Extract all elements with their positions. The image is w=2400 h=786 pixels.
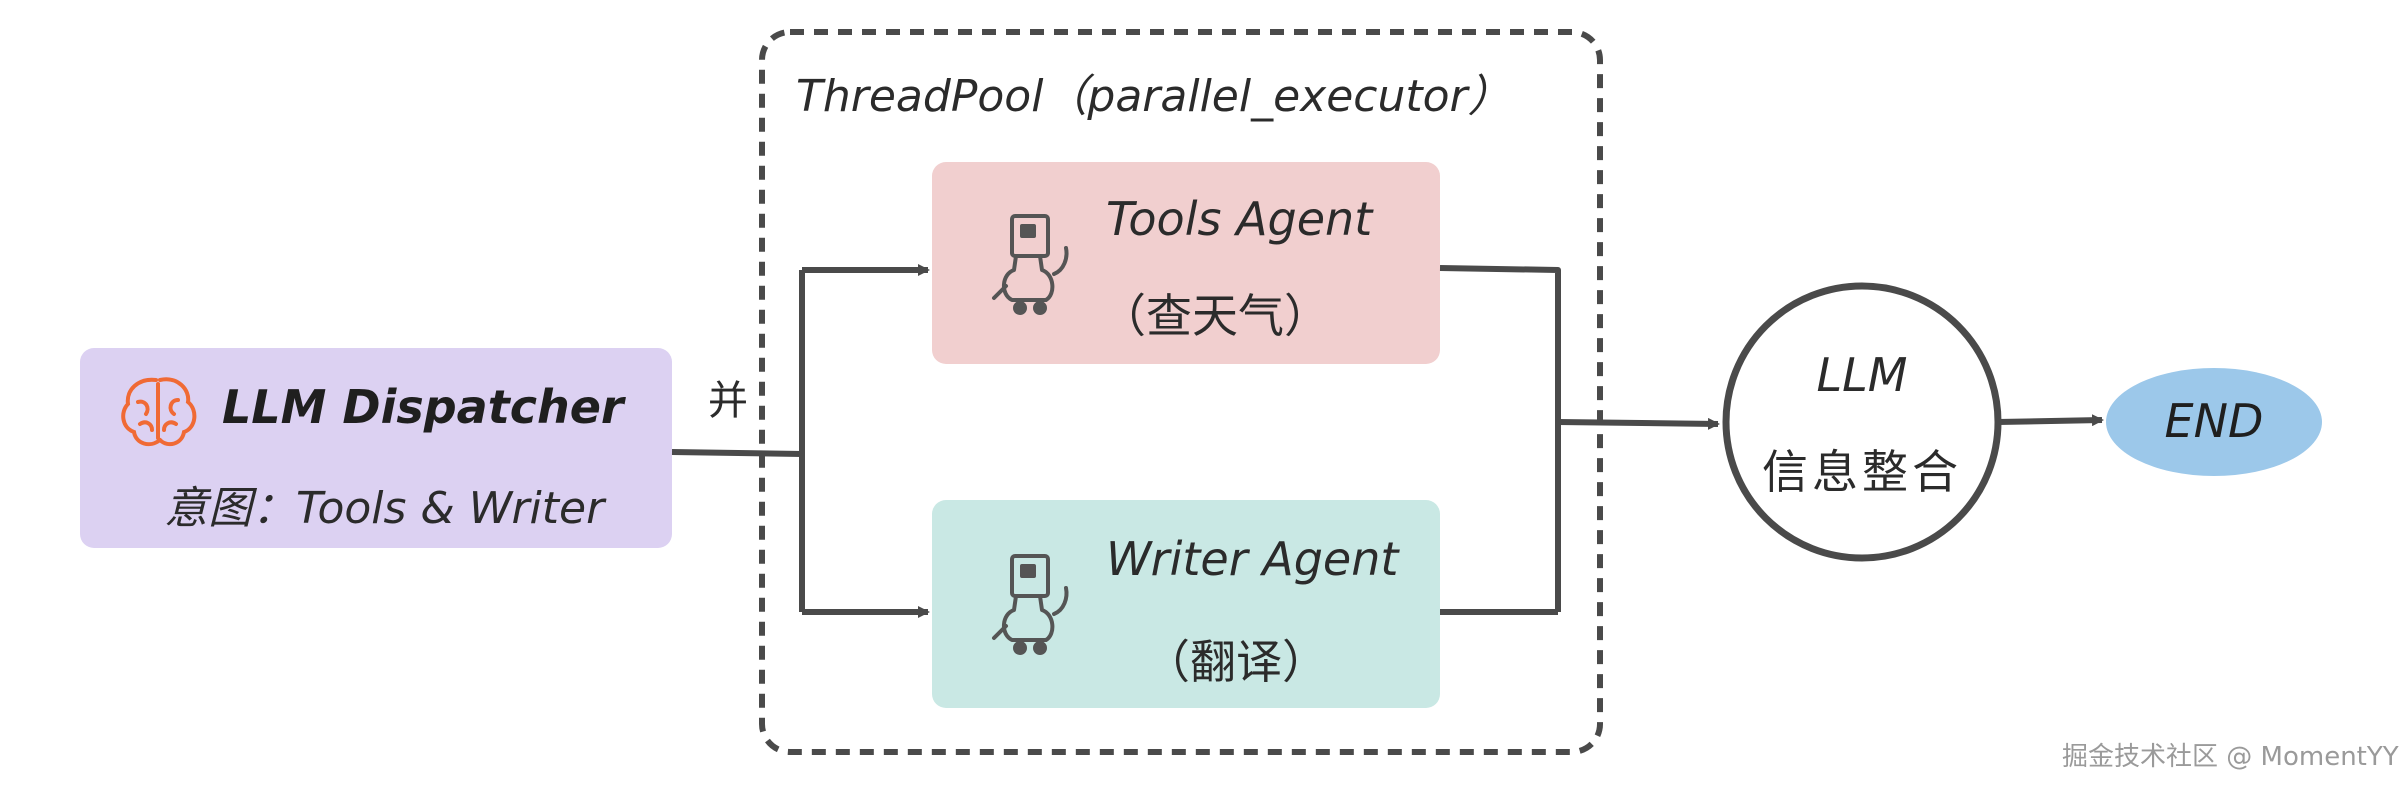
writer-agent-title: Writer Agent	[1106, 532, 1399, 586]
join-to-merge-arrow	[1557, 417, 1720, 430]
tools-agent-subtitle: （查天气）	[1100, 289, 1330, 343]
tools-agent-box	[932, 162, 1440, 364]
merge-subtitle: 信息整合	[1762, 445, 1962, 499]
end-node	[2106, 368, 2322, 476]
merge-title: LLM	[1816, 348, 1908, 402]
brain-icon	[121, 377, 197, 447]
robot-icon	[992, 554, 1069, 655]
tools-agent-title: Tools Agent	[1106, 192, 1373, 246]
threadpool-title: ThreadPool（parallel_executor）	[796, 71, 1512, 122]
dispatcher-to-split-line	[671, 449, 803, 457]
merge-node	[1722, 282, 2002, 562]
dispatcher-title: LLM Dispatcher	[222, 380, 624, 434]
dispatcher-box	[80, 348, 672, 548]
watermark: 掘金技术社区 @ MomentYY	[2062, 742, 2399, 772]
parallel-edge-label: 并	[708, 378, 748, 424]
writer-agent-box	[932, 500, 1440, 708]
robot-icon	[992, 214, 1069, 315]
threadpool-container	[759, 29, 1603, 755]
writer-agent-subtitle: （翻译）	[1144, 635, 1328, 689]
merge-to-end-arrow	[1997, 414, 2104, 427]
connectors	[671, 264, 2104, 618]
dispatcher-subtitle: 意图：Tools & Writer	[164, 483, 605, 534]
end-label: END	[2164, 394, 2264, 448]
tools-to-join-line	[1439, 265, 1561, 612]
